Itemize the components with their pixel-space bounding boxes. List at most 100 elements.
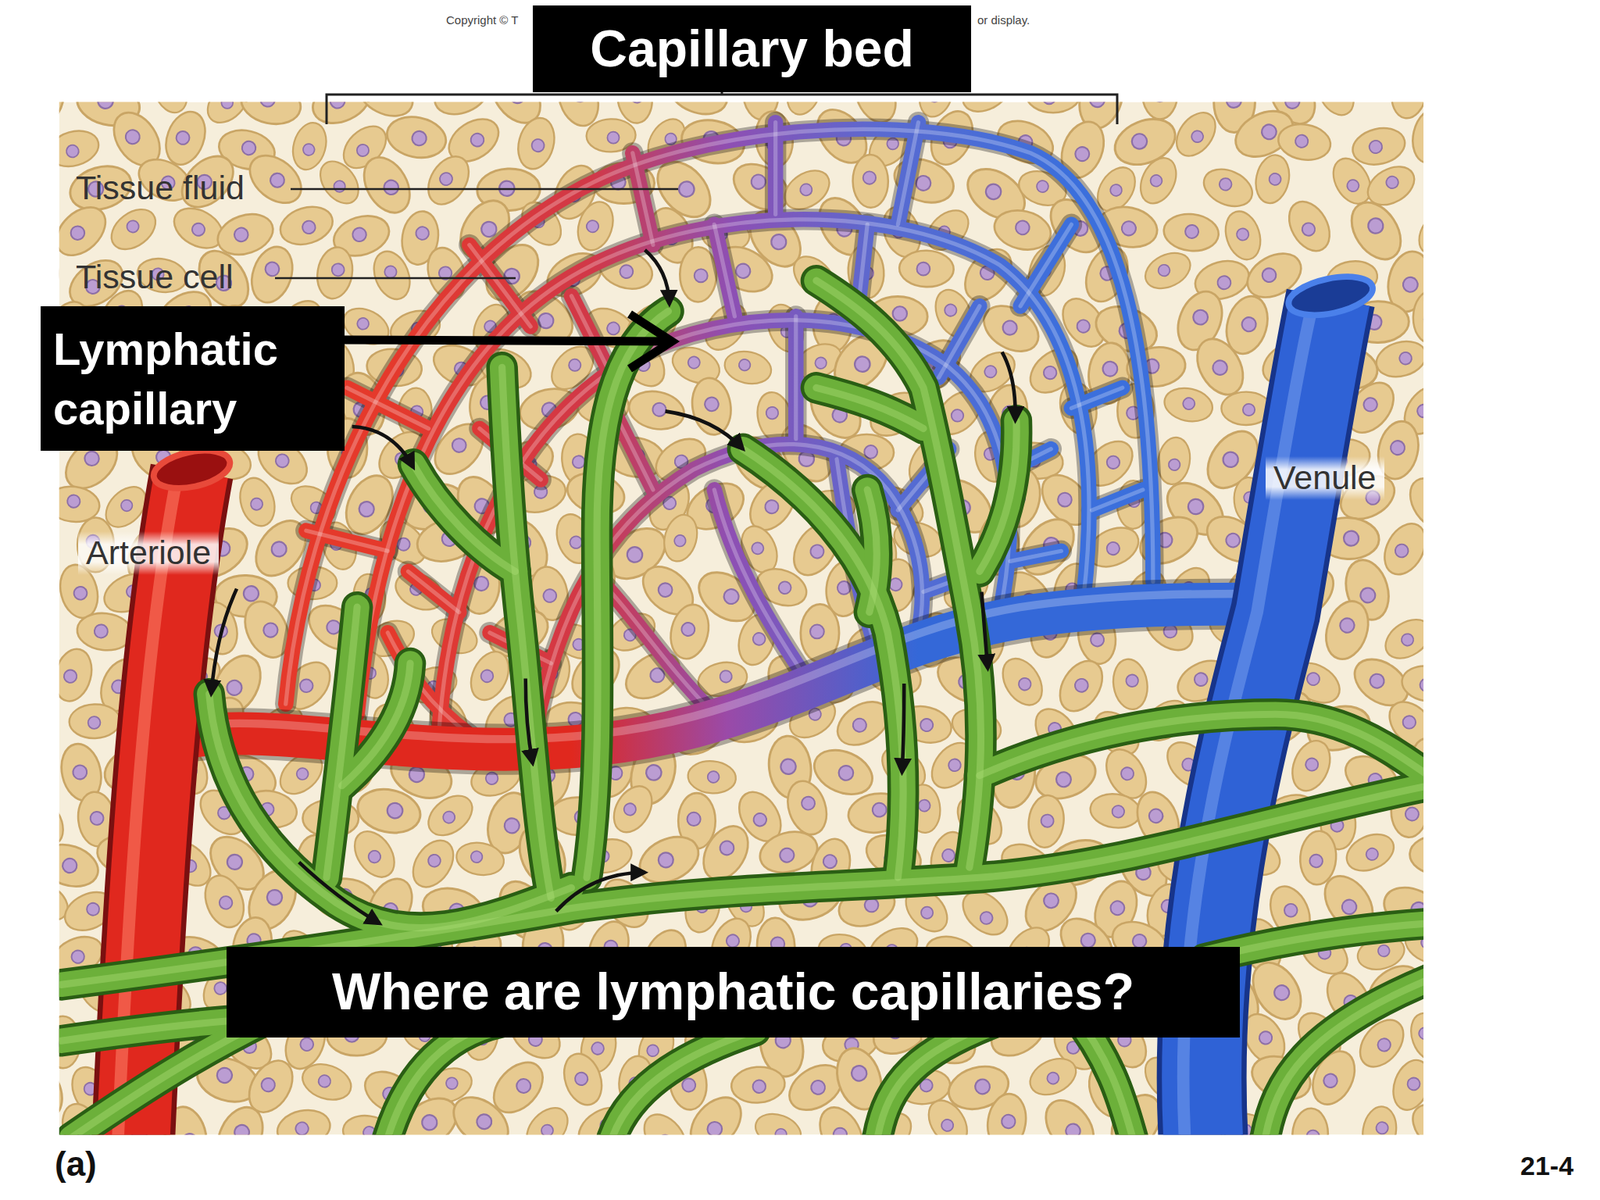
tissue-cell: [852, 154, 889, 209]
capillary-fill: [788, 316, 804, 440]
cell-body: [103, 201, 164, 258]
tissue-cell: [404, 832, 462, 895]
lymphatic-outline: [612, 1030, 756, 1135]
cell-nucleus: [1367, 139, 1384, 155]
cell-nucleus: [1182, 396, 1197, 411]
tissue-cell: [1025, 793, 1067, 850]
tissue-cell: [1340, 827, 1400, 879]
cell-body: [59, 837, 104, 894]
cell-nucleus: [685, 354, 702, 371]
capillary-fill: [714, 224, 735, 317]
cell-nucleus: [590, 1041, 605, 1056]
cell-body: [557, 1048, 609, 1110]
cell-nucleus: [918, 903, 936, 922]
cell-nucleus: [808, 1078, 828, 1097]
tissue-cell: [750, 1107, 806, 1135]
cell-nucleus: [470, 850, 484, 864]
cell-body: [1281, 194, 1339, 258]
cell-body: [1161, 383, 1216, 426]
tissue-cell: [1285, 735, 1337, 797]
capillary-fill: [1020, 224, 1072, 306]
cell-nucleus: [831, 1125, 850, 1136]
cell-nucleus: [673, 533, 688, 548]
cell-nucleus: [69, 948, 87, 966]
cell-nucleus: [425, 852, 443, 870]
cell-nucleus: [703, 396, 720, 412]
tissue-cell: [994, 651, 1050, 713]
cell-nucleus: [1035, 178, 1050, 194]
cell-body: [346, 824, 403, 885]
cell-nucleus: [267, 170, 287, 190]
cell-nucleus: [916, 262, 930, 276]
lymphatic-fill: [867, 489, 877, 613]
cell-nucleus: [850, 715, 870, 735]
cell-body: [1285, 735, 1337, 797]
cell-nucleus: [779, 758, 797, 775]
cell-body: [59, 696, 63, 751]
cell-nucleus: [1404, 807, 1419, 822]
tissue-cell: [1291, 1107, 1330, 1136]
part-label: Tissue fluid: [75, 167, 245, 209]
cell-nucleus: [118, 497, 135, 514]
flow-arrow: [352, 426, 414, 468]
cell-body: [1378, 611, 1424, 667]
capillary-fill: [469, 244, 531, 326]
cell-nucleus: [93, 624, 109, 640]
cell-nucleus: [645, 1042, 661, 1058]
tissue-cell: [1220, 207, 1267, 265]
cell-nucleus: [1417, 1025, 1424, 1041]
cell-nucleus: [917, 799, 931, 812]
cell-body: [686, 759, 738, 796]
cell-body: [1220, 207, 1267, 265]
cell-nucleus: [294, 1121, 310, 1135]
tissue-cell: [367, 246, 417, 305]
cell-nucleus: [675, 178, 698, 200]
capillary-highlight: [632, 153, 654, 246]
cell-body: [420, 149, 478, 212]
cell-nucleus: [1073, 144, 1092, 163]
tissue-cell: [59, 125, 104, 172]
cell-nucleus: [1259, 265, 1279, 285]
cell-body: [59, 125, 104, 172]
cell-body: [1340, 827, 1400, 879]
cell-nucleus: [1088, 102, 1108, 110]
cell-nucleus: [764, 405, 780, 421]
cell-nucleus: [918, 717, 935, 733]
cell-body: [721, 346, 775, 388]
cell-body: [1404, 1008, 1424, 1066]
cell-nucleus: [1419, 678, 1424, 693]
tissue-cell: [1407, 104, 1424, 168]
cell-nucleus: [942, 302, 959, 318]
cell-nucleus: [1040, 890, 1061, 911]
cell-body: [688, 375, 735, 437]
cell-body: [518, 1100, 576, 1135]
cell-body: [244, 241, 300, 308]
cell-nucleus: [418, 1111, 440, 1133]
cell-body: [275, 200, 338, 251]
cell-nucleus: [750, 810, 769, 829]
cell-nucleus: [331, 262, 346, 277]
cell-nucleus: [1146, 807, 1165, 825]
cell-nucleus: [571, 102, 589, 104]
cell-nucleus: [1360, 395, 1380, 415]
cell-nucleus: [1190, 307, 1210, 327]
capillary-bed-bracket: [326, 87, 1118, 125]
cell-nucleus: [566, 357, 584, 375]
tissue-cell: [1275, 120, 1333, 164]
cell-nucleus: [977, 909, 995, 927]
tissue-cell: [59, 510, 65, 579]
venule-opening: [1285, 270, 1377, 322]
lymphatic-fill: [816, 387, 924, 429]
tissue-cell: [983, 1091, 1030, 1136]
capillary-outline: [1020, 224, 1072, 306]
cell-nucleus: [1189, 128, 1206, 145]
cell-nucleus: [1267, 172, 1283, 187]
tissue-cell: [1359, 1103, 1400, 1135]
cell-nucleus: [217, 894, 234, 911]
cell-body: [921, 1093, 975, 1136]
cell-body: [383, 111, 450, 163]
annotations: [275, 87, 1118, 369]
cell-nucleus: [1303, 756, 1321, 773]
cell-nucleus: [776, 579, 793, 596]
cell-nucleus: [1358, 585, 1377, 604]
